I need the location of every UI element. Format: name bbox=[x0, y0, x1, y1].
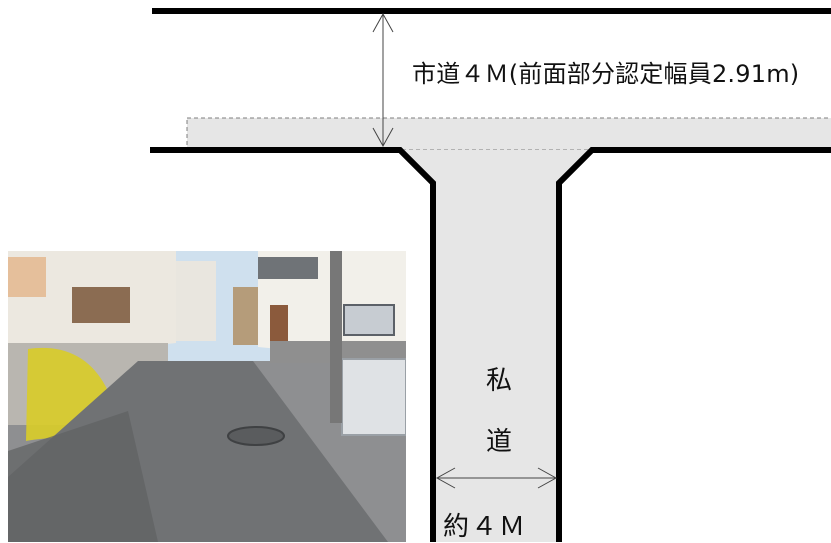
city-road-bottom-boundary-right bbox=[556, 147, 831, 542]
right-building-door bbox=[270, 305, 288, 341]
right-building-window bbox=[343, 304, 395, 336]
setback-area bbox=[186, 117, 831, 151]
left-building-wall-stain bbox=[8, 257, 46, 297]
private-road-width-arrow bbox=[435, 467, 558, 489]
left-building-window bbox=[72, 287, 130, 323]
private-road-width-label: 約４Ｍ bbox=[443, 512, 528, 542]
manhole bbox=[227, 426, 285, 446]
road-shadow bbox=[8, 411, 158, 542]
far-house bbox=[176, 261, 216, 341]
private-road-label-char2: 道 bbox=[485, 427, 512, 457]
utility-pole bbox=[330, 251, 342, 423]
private-road-area bbox=[400, 150, 592, 542]
street-photo bbox=[8, 251, 406, 542]
city-road-label: 市道４Ｍ(前面部分認定幅員2.91m) bbox=[412, 60, 800, 88]
city-road-bottom-boundary-left bbox=[150, 147, 436, 542]
mesh-fence bbox=[341, 358, 406, 436]
right-building-roof-rail bbox=[258, 257, 318, 279]
city-road-width-arrow bbox=[372, 12, 394, 148]
private-road-label-char1: 私 bbox=[485, 366, 512, 396]
